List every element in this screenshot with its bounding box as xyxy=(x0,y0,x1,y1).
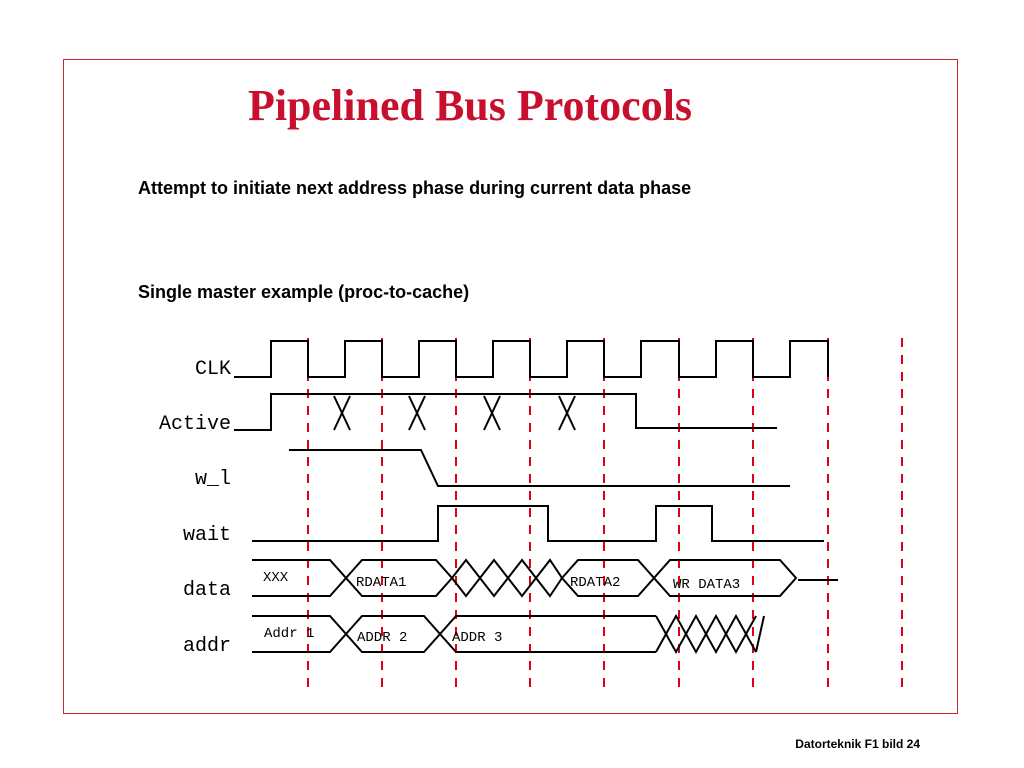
clk-waveform xyxy=(234,340,829,378)
signal-label-clk: CLK xyxy=(195,358,231,381)
data-bus-wr-data3: WR DATA3 xyxy=(673,577,740,593)
example-label: Single master example (proc-to-cache) xyxy=(138,282,470,302)
addr-bus-idle-hatch xyxy=(655,613,765,655)
data-bus-xxx: XXX xyxy=(263,570,289,586)
signal-label-wait: wait xyxy=(183,524,231,547)
signal-label-active: Active xyxy=(159,413,231,436)
slide-title: Pipelined Bus Protocols xyxy=(247,81,693,130)
signal-label-data: data xyxy=(183,579,231,602)
addr-bus: Addr 1 ADDR 2 ADDR 3 xyxy=(252,613,765,655)
data-bus-rdata2: RDATA2 xyxy=(570,575,620,591)
slide-subtitle: Attempt to initiate next address phase d… xyxy=(138,178,692,198)
data-bus: XXX RDATA1 RDATA2 WR DATA3 xyxy=(252,558,838,598)
clock-edge-guides xyxy=(307,338,903,692)
data-bus-rdata1: RDATA1 xyxy=(356,575,406,591)
wait-waveform xyxy=(252,505,824,542)
slide-frame xyxy=(63,59,958,714)
data-bus-transition-hatch xyxy=(451,558,563,598)
addr-bus-addr1: Addr 1 xyxy=(264,626,314,642)
addr-bus-addr3: ADDR 3 xyxy=(452,630,502,646)
addr-bus-addr2: ADDR 2 xyxy=(357,630,407,646)
signal-label-addr: addr xyxy=(183,635,231,658)
slide-footer: Datorteknik F1 bild 24 xyxy=(795,737,920,751)
w-l-waveform xyxy=(289,449,790,487)
signal-label-w-l: w_l xyxy=(195,468,231,491)
active-waveform xyxy=(234,393,777,431)
